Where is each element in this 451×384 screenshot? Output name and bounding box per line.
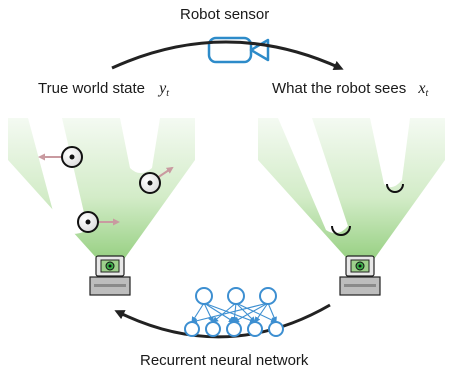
neural-network-icon bbox=[184, 287, 284, 337]
right-view-cone bbox=[258, 118, 445, 262]
ball-icon bbox=[139, 166, 174, 194]
right-title-text: What the robot sees bbox=[272, 80, 407, 97]
bottom-label: Recurrent neural network bbox=[140, 352, 309, 369]
robot-icon bbox=[89, 255, 131, 296]
left-view-cone bbox=[8, 118, 195, 262]
left-wall-b bbox=[120, 118, 160, 173]
left-wall-a bbox=[28, 118, 88, 234]
right-title-var: x bbox=[418, 80, 426, 97]
left-title: True world state yt bbox=[38, 80, 169, 99]
right-wall-a bbox=[278, 118, 348, 234]
ball-icon bbox=[77, 211, 120, 233]
robot-icon bbox=[339, 255, 381, 296]
top-label: Robot sensor bbox=[180, 6, 270, 23]
left-title-sub: t bbox=[166, 88, 170, 99]
left-title-text: True world state bbox=[38, 80, 145, 97]
left-title-var: y bbox=[159, 80, 167, 97]
right-title: What the robot sees xt bbox=[272, 80, 428, 99]
top-cycle-arrow bbox=[111, 40, 344, 71]
ball-icon bbox=[38, 146, 83, 168]
seen-ball-edge-2 bbox=[386, 183, 404, 193]
seen-ball-edge-1 bbox=[331, 225, 351, 236]
right-wall-b bbox=[370, 118, 410, 188]
bottom-cycle-arrow bbox=[114, 303, 331, 339]
right-title-sub: t bbox=[425, 88, 429, 99]
